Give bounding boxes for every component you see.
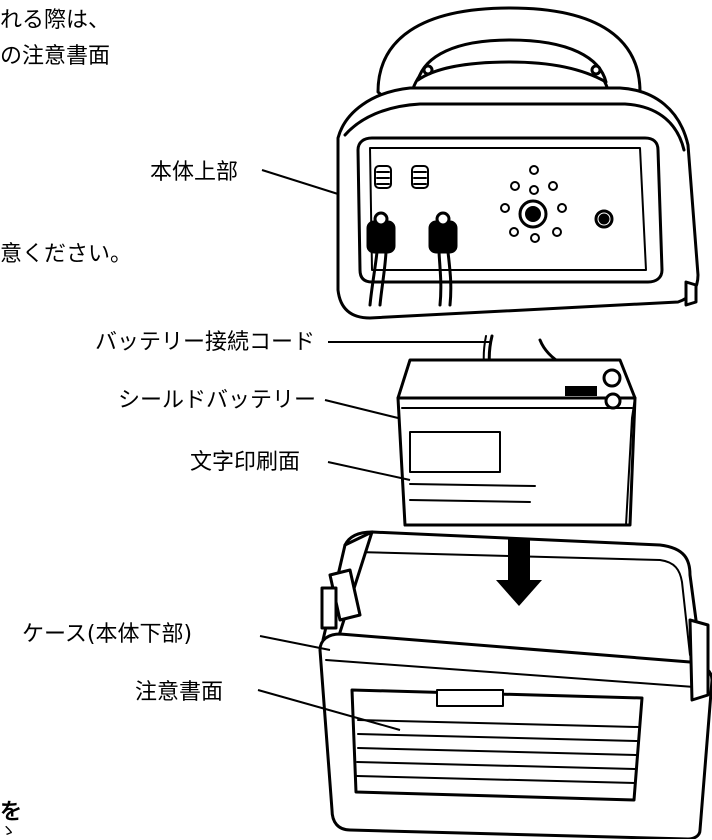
top-unit	[336, 6, 700, 320]
leader-case	[259, 635, 331, 651]
footer-fragment-2: ゝ	[0, 821, 17, 840]
label-caution-sheet: 注意書面	[135, 680, 224, 705]
intro-line-1: れる際は、	[0, 8, 111, 33]
label-case: ケース(本体下部)	[22, 622, 193, 647]
footer-fragment-1: を	[0, 800, 23, 825]
intro-line-2: の注意書面	[0, 44, 111, 69]
case	[318, 530, 712, 839]
sealed-battery	[396, 358, 637, 527]
label-body-top: 本体上部	[150, 160, 239, 185]
intro-line-3: 意ください。	[0, 242, 133, 267]
leader-print-face	[327, 461, 411, 481]
leader-caution-sheet	[257, 689, 401, 731]
leader-body-top	[261, 169, 339, 195]
leader-sealed-battery	[324, 399, 399, 419]
down-arrow-icon	[496, 538, 542, 606]
label-battery-cord: バッテリー接続コード	[95, 330, 316, 355]
label-sealed-battery: シールドバッテリー	[118, 388, 317, 413]
label-print-face: 文字印刷面	[190, 450, 301, 475]
